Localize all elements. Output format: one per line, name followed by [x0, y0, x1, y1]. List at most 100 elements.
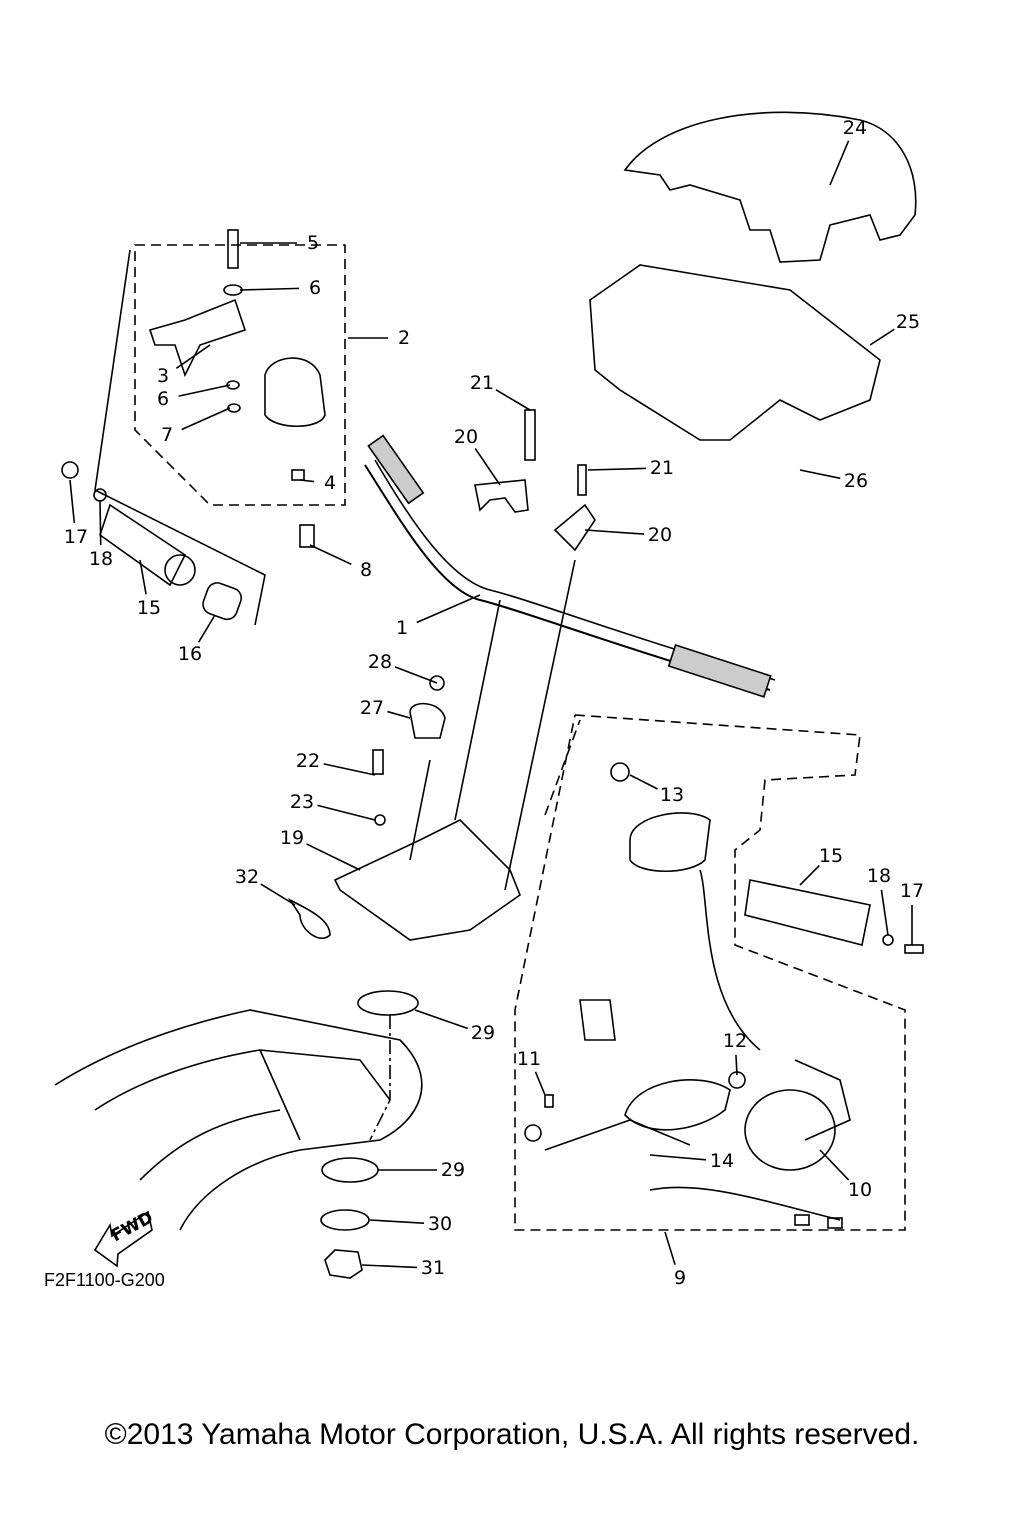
switch-body [624, 1079, 731, 1131]
callout-31: 31 [420, 1257, 446, 1279]
callout-3: 3 [156, 365, 170, 387]
leader-line-20 [474, 447, 501, 486]
callout-5: 5 [306, 232, 320, 254]
fwd-arrow-icon [93, 1210, 153, 1268]
throttle-lever-3 [148, 298, 247, 378]
callout-30: 30 [427, 1213, 453, 1235]
leader-line-18 [99, 499, 102, 546]
leader-line-1 [416, 594, 481, 624]
callout-22: 22 [295, 750, 321, 772]
switch-assembly-box [514, 714, 906, 1231]
leader-line-4 [299, 479, 315, 483]
diagram-code: F2F1100-G200 [44, 1270, 165, 1290]
leader-line-23 [317, 804, 376, 821]
clamp-27 [409, 702, 446, 739]
leader-line-6 [239, 287, 300, 291]
throttle-assembly-box [134, 244, 346, 506]
callout-9: 9 [673, 1267, 687, 1289]
callout-29: 29 [440, 1159, 466, 1181]
leader-line-11 [534, 1071, 546, 1096]
bolt-8 [299, 524, 315, 548]
grip-left-15 [99, 503, 187, 587]
bolt-5 [227, 229, 239, 269]
callout-14: 14 [709, 1150, 735, 1172]
leader-line-13 [629, 774, 658, 790]
leader-line-30 [369, 1219, 425, 1224]
switch-housing-13 [629, 812, 711, 873]
right-grip-knurl [667, 644, 772, 698]
callout-2: 2 [397, 327, 411, 349]
callout-24: 24 [842, 117, 868, 139]
leader-line-15 [799, 865, 820, 886]
callout-18: 18 [88, 548, 114, 570]
callout-20: 20 [453, 426, 479, 448]
callout-27: 27 [359, 697, 385, 719]
leader-line-14 [649, 1154, 707, 1161]
left-grip-knurl [367, 434, 425, 505]
callout-4: 4 [323, 472, 337, 494]
leader-line-10 [819, 1149, 850, 1181]
leader-line-28 [394, 666, 438, 684]
leader-line-24 [829, 140, 850, 186]
leader-line-20 [584, 529, 645, 535]
hull-deck [54, 1009, 423, 1231]
callout-19: 19 [279, 827, 305, 849]
callout-6: 6 [308, 277, 322, 299]
callout-7: 7 [160, 424, 174, 446]
callout-13: 13 [659, 784, 685, 806]
callout-20: 20 [647, 524, 673, 546]
leader-line-29 [414, 1009, 469, 1030]
callout-11: 11 [516, 1048, 542, 1070]
callout-10: 10 [847, 1179, 873, 1201]
callout-16: 16 [177, 643, 203, 665]
callout-6: 6 [156, 388, 170, 410]
steering-plate-19 [333, 819, 521, 941]
leader-line-19 [306, 843, 361, 871]
leader-line-17 [69, 479, 76, 524]
handle-lower-cover [589, 264, 881, 441]
collar-16 [202, 582, 243, 621]
leader-line-3 [175, 344, 211, 369]
callout-15: 15 [818, 845, 844, 867]
callout-12: 12 [722, 1030, 748, 1052]
leader-line-15 [139, 559, 147, 595]
callout-17: 17 [63, 526, 89, 548]
grip-right-15 [744, 879, 871, 946]
leader-line-26 [799, 469, 841, 480]
leader-line-18 [880, 889, 889, 936]
cover-10 [744, 1089, 836, 1171]
callout-26: 26 [843, 470, 869, 492]
washer-30 [320, 1209, 370, 1231]
callout-15: 15 [136, 597, 162, 619]
leader-line-25 [869, 328, 895, 346]
callout-8: 8 [359, 559, 373, 581]
nut-31 [324, 1249, 363, 1279]
leader-line-21 [587, 467, 647, 471]
leader-line-21 [495, 389, 531, 411]
grommet-29a [357, 990, 419, 1016]
throttle-housing [264, 357, 326, 427]
grommet-29b [321, 1157, 379, 1183]
callout-29: 29 [470, 1022, 496, 1044]
handlebar [364, 464, 771, 691]
callout-1: 1 [395, 617, 409, 639]
leader-line-12 [735, 1054, 738, 1076]
callout-32: 32 [234, 866, 260, 888]
holder-20 [474, 479, 529, 513]
leader-line-8 [309, 544, 352, 566]
leader-line-27 [387, 710, 411, 719]
callout-18: 18 [866, 865, 892, 887]
callout-28: 28 [367, 651, 393, 673]
band-32 [287, 897, 331, 939]
leader-lines [69, 140, 913, 1269]
handle-cover [623, 111, 917, 263]
leader-line-31 [361, 1264, 418, 1269]
leader-line-22 [323, 763, 376, 776]
copyright-notice: ©2013 Yamaha Motor Corporation, U.S.A. A… [104, 1418, 920, 1451]
holder-20b [553, 503, 596, 552]
handlebar-outline [374, 459, 776, 681]
leader-line-6 [178, 384, 231, 397]
callout-23: 23 [289, 791, 315, 813]
leader-line-9 [664, 1231, 676, 1265]
